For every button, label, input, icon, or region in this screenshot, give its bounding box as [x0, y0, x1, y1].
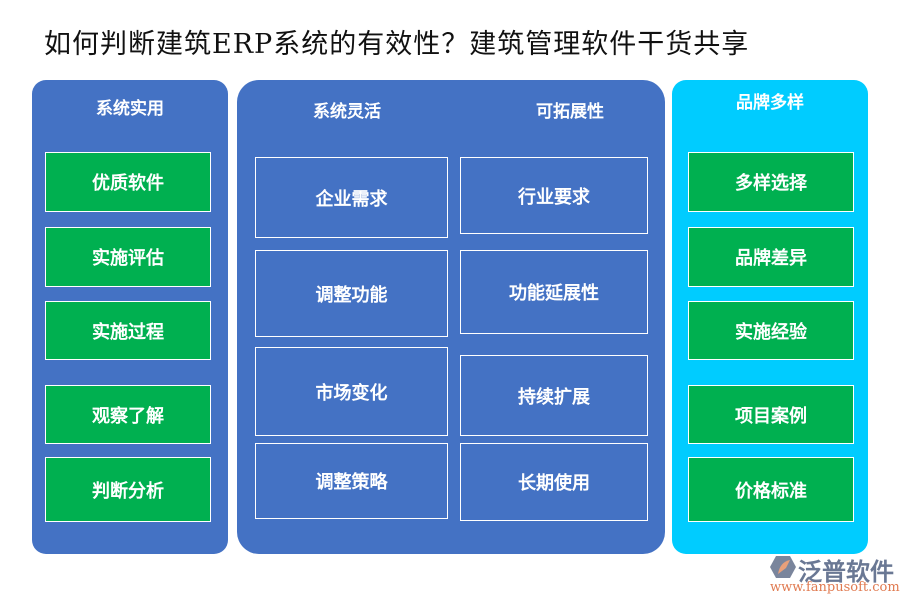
panel-flexible: 系统灵活 可拓展性: [237, 80, 665, 554]
box-item: 市场变化: [255, 347, 448, 436]
box-item: 功能延展性: [460, 250, 648, 334]
box-item: 企业需求: [255, 157, 448, 238]
logo-url: www.fanpusoft.com: [770, 580, 900, 595]
logo-icon: [770, 556, 796, 578]
logo-name: 泛普软件: [798, 558, 894, 586]
box-item: 调整策略: [255, 443, 448, 519]
box-item: 项目案例: [688, 385, 854, 444]
box-item: 长期使用: [460, 443, 648, 521]
box-item: 判断分析: [45, 457, 211, 522]
box-item: 行业要求: [460, 157, 648, 234]
panel-header: 品牌多样: [736, 93, 804, 113]
box-item: 品牌差异: [688, 227, 854, 287]
box-item: 实施评估: [45, 227, 211, 287]
page-title: 如何判断建筑ERP系统的有效性？建筑管理软件干货共享: [44, 29, 750, 60]
box-item: 多样选择: [688, 152, 854, 212]
box-item: 实施过程: [45, 301, 211, 360]
box-item: 实施经验: [688, 301, 854, 360]
box-item: 价格标准: [688, 457, 854, 522]
box-item: 优质软件: [45, 152, 211, 212]
box-item: 调整功能: [255, 250, 448, 337]
panel-header-right: 可拓展性: [536, 102, 604, 122]
panel-header-left: 系统灵活: [313, 102, 381, 122]
box-item: 观察了解: [45, 385, 211, 444]
panel-header: 系统实用: [96, 99, 164, 119]
box-item: 持续扩展: [460, 355, 648, 436]
